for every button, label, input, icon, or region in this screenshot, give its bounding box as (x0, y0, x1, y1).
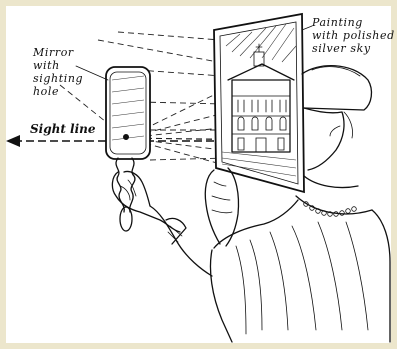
painting (214, 14, 304, 192)
mirror (106, 67, 150, 231)
mirror-label-line4: hole (33, 85, 59, 98)
mirror-label-line3: sighting (33, 72, 83, 85)
painting-label-leader (302, 26, 312, 30)
mirror-label-line1: Mirror (32, 46, 74, 59)
sleeve (150, 206, 212, 276)
mirror-label: Mirror with sighting hole (32, 46, 83, 98)
sight-line-label: Sight line (30, 122, 96, 136)
sighting-hole (123, 134, 129, 140)
painting-label-line3: silver sky (312, 42, 371, 55)
painting-label-line1: Painting (311, 16, 363, 29)
painting-label: Painting with polished silver sky (311, 16, 395, 55)
mirror-label-line2: with (33, 59, 60, 72)
painting-label-line2: with polished (312, 29, 395, 42)
hand-holding-mirror (112, 171, 180, 232)
